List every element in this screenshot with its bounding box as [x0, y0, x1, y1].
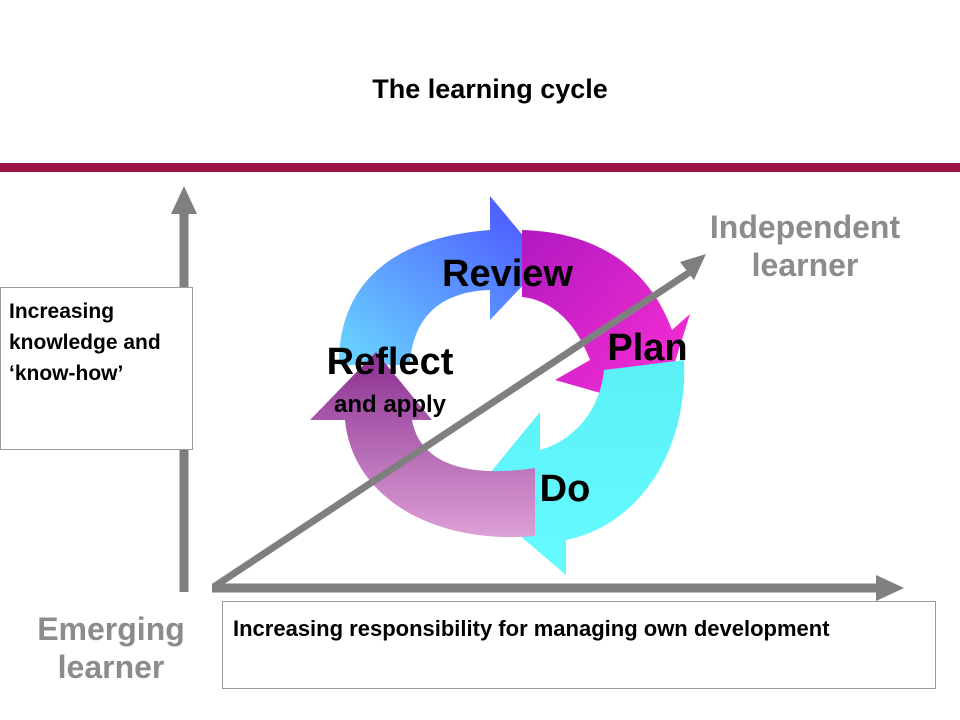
y-axis-arrowhead — [171, 186, 197, 214]
progression-arrowhead — [680, 254, 706, 280]
stage-label-reflect: Reflect — [326, 341, 454, 383]
y-axis-label-box: Increasing knowledge and ‘know-how’ — [0, 287, 193, 450]
reflect-arrow — [310, 352, 535, 538]
start-label: Emerging learner — [37, 611, 185, 685]
stage-sublabel-reflect: and apply — [333, 391, 447, 418]
stage-label-do: Do — [539, 468, 591, 510]
x-axis-arrowhead — [876, 575, 904, 601]
stage-label-plan: Plan — [607, 327, 688, 369]
stage-label-review: Review — [442, 253, 573, 295]
page-title: The learning cycle — [372, 74, 608, 104]
x-axis-label-box: Increasing responsibility for managing o… — [222, 601, 936, 689]
progression-line — [213, 269, 692, 589]
end-label: Independent learner — [709, 209, 901, 283]
title-divider — [0, 163, 960, 172]
review-arrow — [338, 196, 545, 365]
